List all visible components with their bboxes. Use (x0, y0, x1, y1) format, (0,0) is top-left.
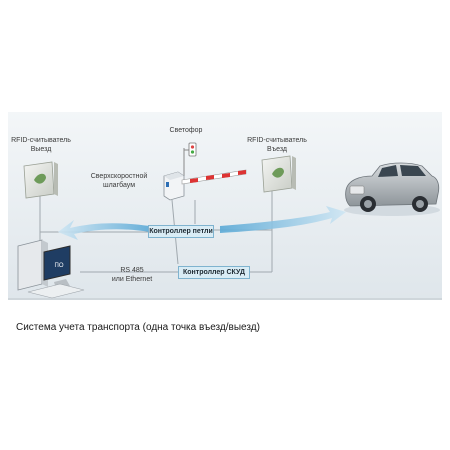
barrier-label-line2: шлагбаум (102, 182, 136, 189)
diagram-caption: Система учета транспорта (одна точка въе… (16, 322, 260, 333)
car-image (344, 162, 440, 216)
exit-flow-arrow (58, 220, 150, 240)
rfid-reader-entry-label-line1: RFID-считыватель (247, 137, 307, 144)
pc-icon (17, 239, 85, 299)
traffic-light-label: Светофор (169, 127, 203, 134)
loop-controller-box: Контроллер петли (148, 225, 214, 238)
pc-screen-text: ПО (54, 263, 64, 269)
barrier-gate-icon (163, 169, 247, 201)
rfid-reader-exit-label-line1: RFID-считыватель (11, 137, 71, 144)
rfid-reader-entry (261, 155, 296, 193)
entry-flow-arrow (220, 206, 346, 233)
barrier-label-line1: Сверхскоростной (90, 173, 148, 180)
rfid-reader-entry-label-line2: Въезд (267, 146, 287, 153)
rfid-reader-entry-label: RFID-считыватель Въезд (240, 136, 314, 154)
link-label: RS 485 или Ethernet (92, 266, 172, 284)
traffic-light-icon (183, 142, 197, 176)
link-label-line2: или Ethernet (111, 276, 153, 283)
link-label-line1: RS 485 (120, 267, 144, 274)
rfid-reader-exit-label: RFID-считыватель Выезд (4, 136, 78, 154)
rfid-reader-exit (23, 161, 58, 199)
barrier-label: Сверхскоростной шлагбаум (80, 172, 158, 190)
acs-controller-box: Контроллер СКУД (178, 266, 250, 279)
rfid-reader-exit-label-line2: Выезд (30, 146, 52, 153)
background-panel (8, 112, 442, 300)
